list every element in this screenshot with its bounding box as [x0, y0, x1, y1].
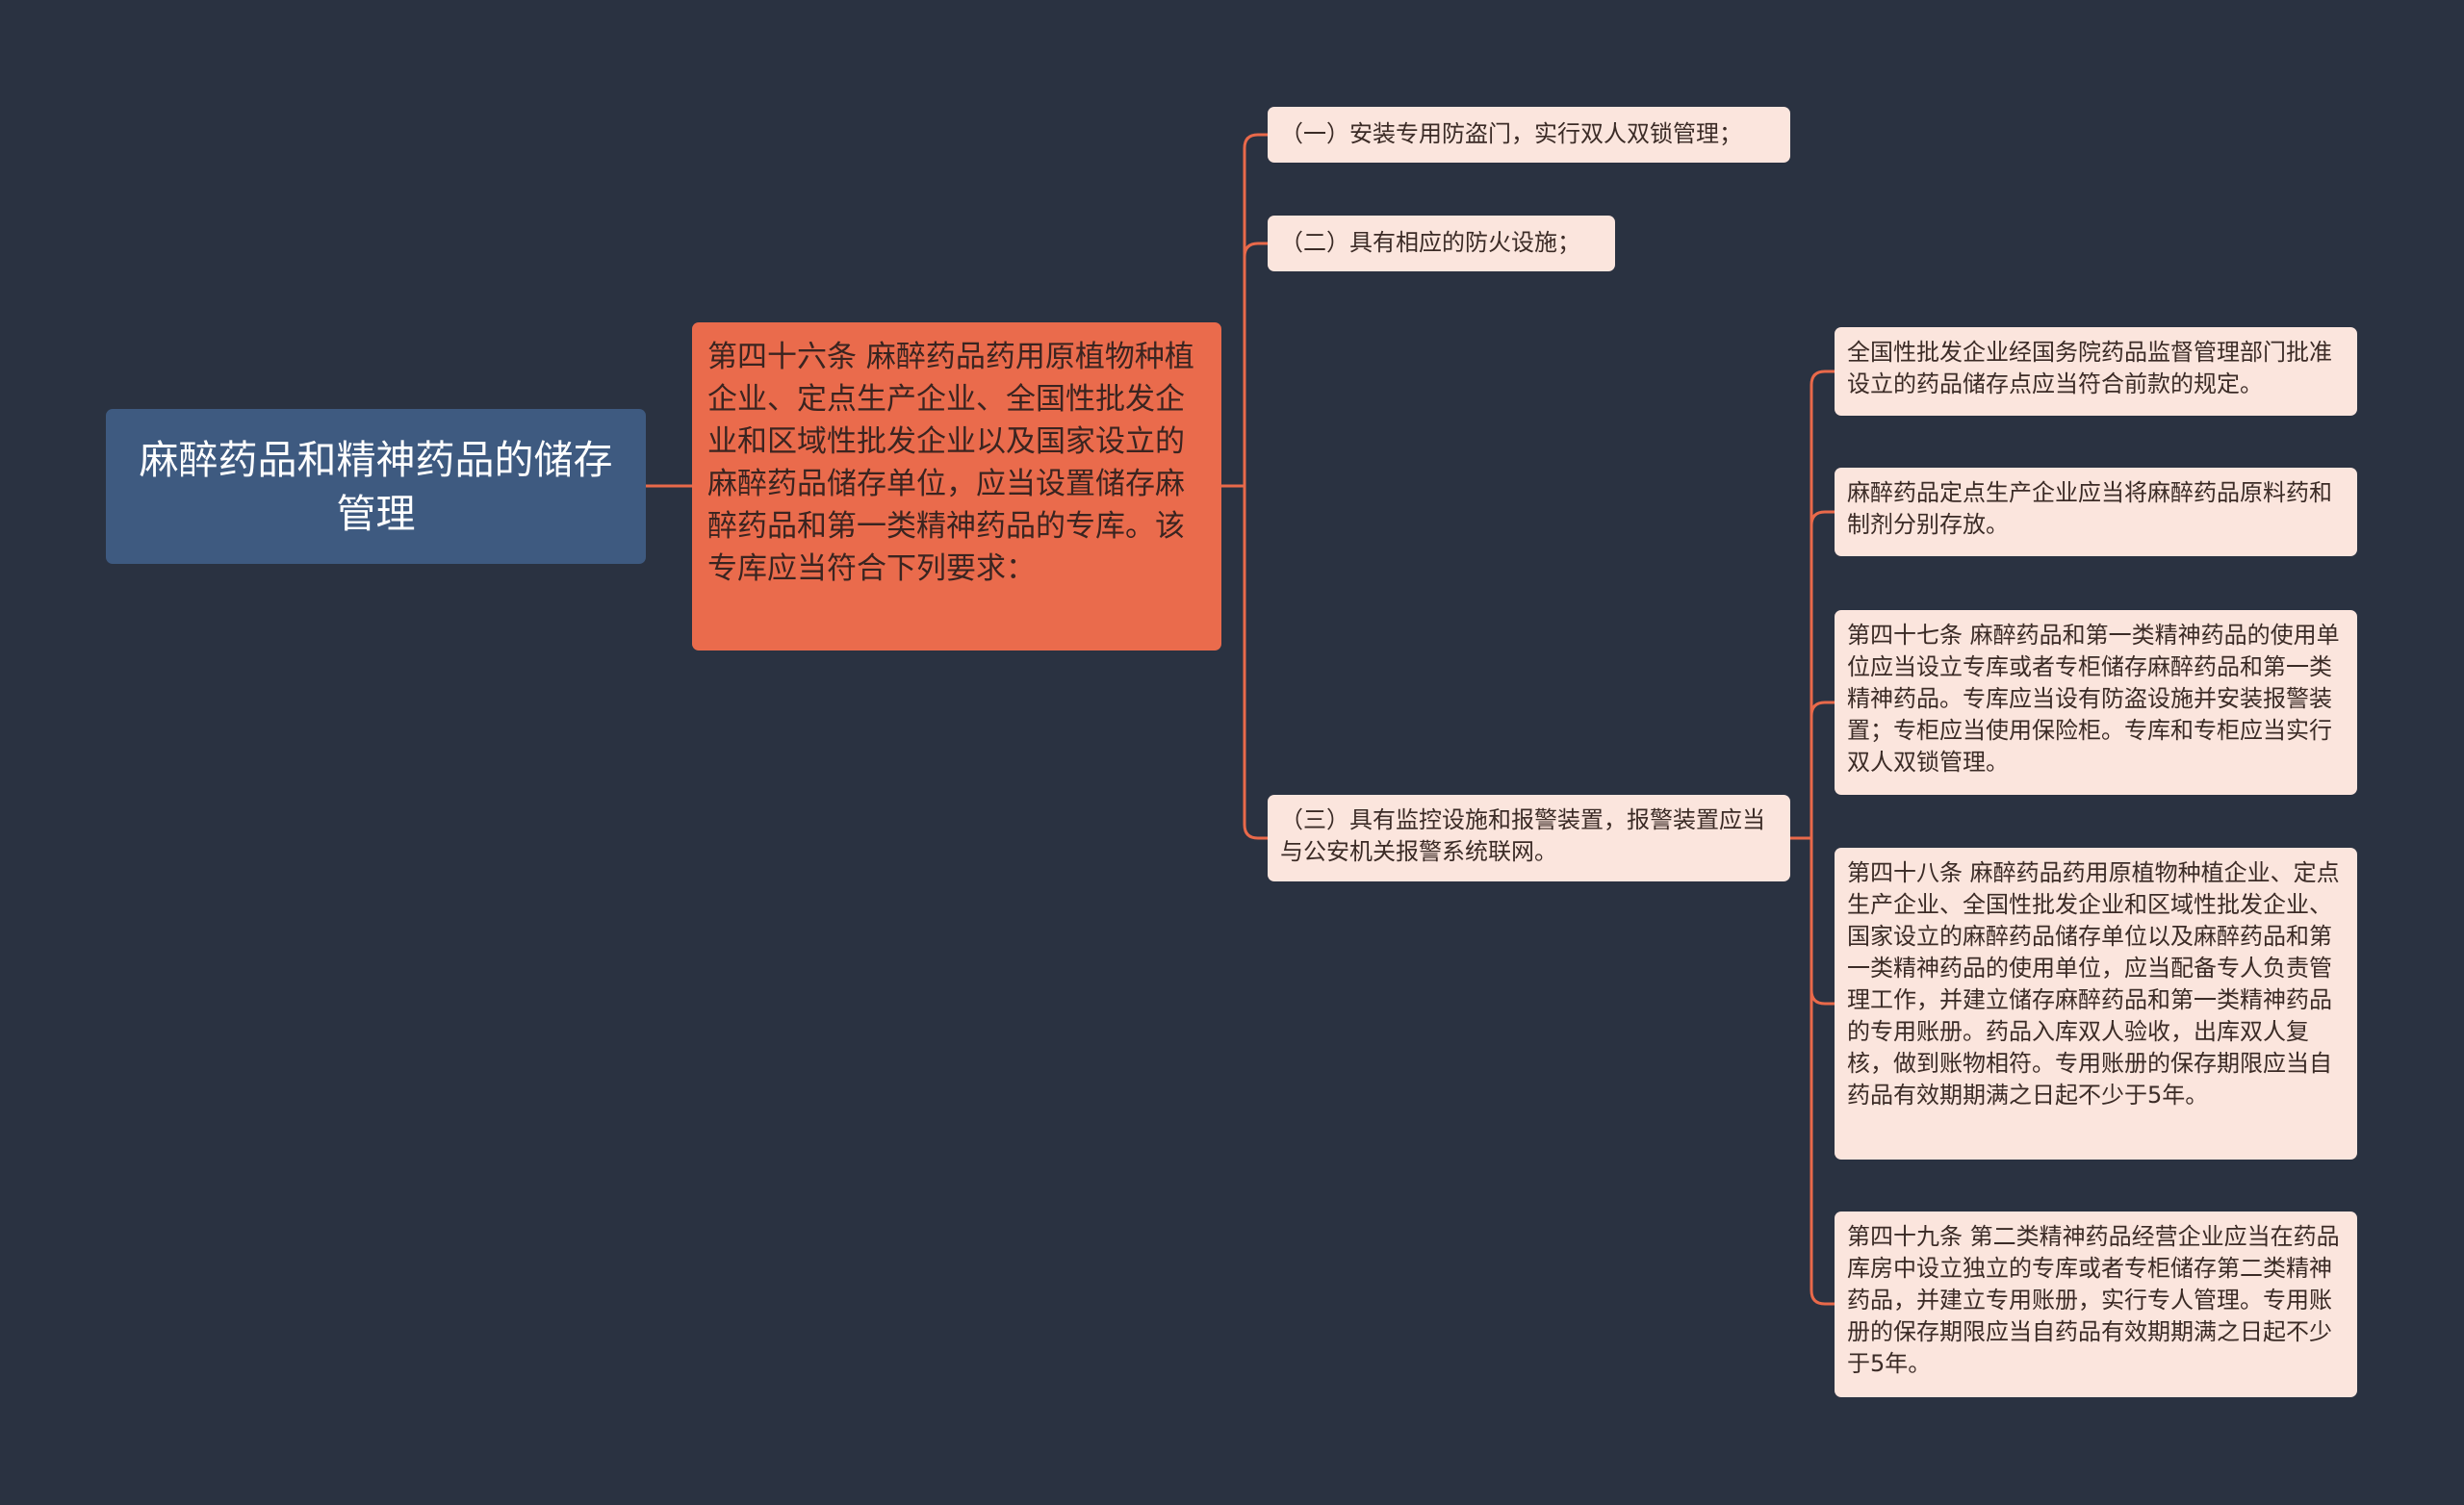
storage-point-node[interactable]: 全国性批发企业经国务院药品监督管理部门批准设立的药品储存点应当符合前款的规定。 [1835, 327, 2357, 416]
article-48-node[interactable]: 第四十八条 麻醉药品药用原植物种植企业、定点生产企业、全国性批发企业和区域性批发… [1835, 848, 2357, 1160]
separate-storage-node[interactable]: 麻醉药品定点生产企业应当将麻醉药品原料药和制剂分别存放。 [1835, 468, 2357, 556]
edge-main-requirement-3 [1219, 484, 1270, 840]
edge-requirement-article-2 [1788, 510, 1836, 840]
article-49-node[interactable]: 第四十九条 第二类精神药品经营企业应当在药品库房中设立独立的专库或者专柜储存第二… [1835, 1212, 2357, 1397]
edge-requirement-article-3 [1788, 701, 1836, 840]
root-node-label: 麻醉药品和精神药品的储存管理 [139, 436, 613, 537]
edge-requirement-article-5 [1788, 836, 1836, 1306]
edge-main-requirement-1 [1219, 133, 1270, 488]
requirement-3-node[interactable]: （三）具有监控设施和报警装置，报警装置应当与公安机关报警系统联网。 [1268, 795, 1790, 881]
edge-requirement-article-1 [1788, 370, 1836, 840]
edge-main-requirement-2 [1219, 242, 1270, 488]
requirement-2-node[interactable]: （二）具有相应的防火设施； [1268, 216, 1615, 271]
requirement-1-node[interactable]: （一）安装专用防盗门，实行双人双锁管理； [1268, 107, 1790, 163]
article-46-node[interactable]: 第四十六条 麻醉药品药用原植物种植企业、定点生产企业、全国性批发企业和区域性批发… [692, 322, 1221, 650]
article-47-node[interactable]: 第四十七条 麻醉药品和第一类精神药品的使用单位应当设立专库或者专柜储存麻醉药品和… [1835, 610, 2357, 795]
root-node[interactable]: 麻醉药品和精神药品的储存管理 [106, 409, 646, 564]
